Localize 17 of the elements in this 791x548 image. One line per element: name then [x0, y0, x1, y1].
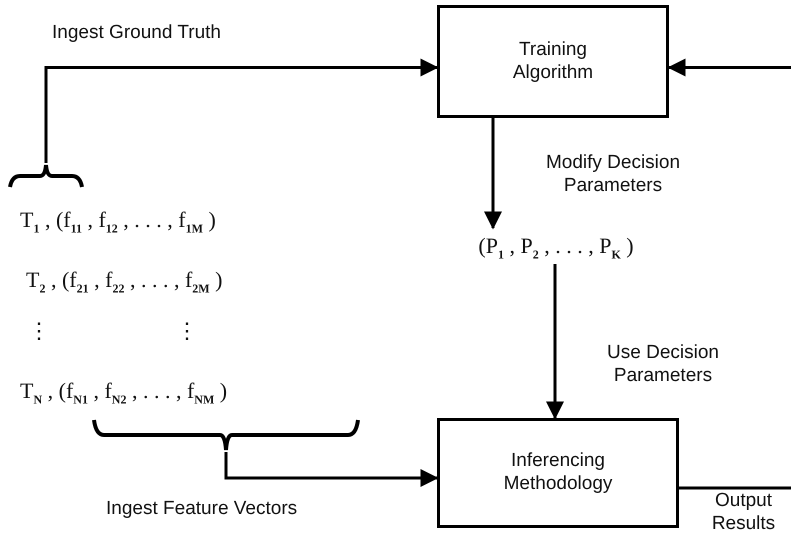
- data-row: T$_{1}$ , (f$_{11}$ , f$_{12}$ , . . . , f$_{1M}$ ): [20, 207, 216, 236]
- data-row: ⋮: [176, 318, 198, 344]
- curly-brace: [92, 418, 360, 452]
- data-row: ⋮: [28, 318, 50, 344]
- arrow: [668, 58, 791, 76]
- process-box: [437, 418, 679, 528]
- curly-brace: [8, 163, 84, 189]
- data-row: T$_{2}$ , (f$_{21}$ , f$_{22}$ , . . . , f$_{2M}$ ): [26, 267, 222, 296]
- arrow: [484, 118, 502, 230]
- arrow: [224, 452, 438, 487]
- data-row: T$_{N}$ , (f$_{N1}$ , f$_{N2}$ , . . . , f$_{NM}$ ): [20, 378, 228, 408]
- arrow: [44, 58, 438, 163]
- process-box: [437, 5, 669, 118]
- arrow: [546, 264, 564, 420]
- box-label: Training Algorithm: [512, 38, 594, 84]
- parameter-vector: (P$_{1}$ , P$_{2}$ , . . . , P$_{K}$ ): [430, 228, 682, 264]
- box-label: Inferencing Methodology: [502, 450, 614, 496]
